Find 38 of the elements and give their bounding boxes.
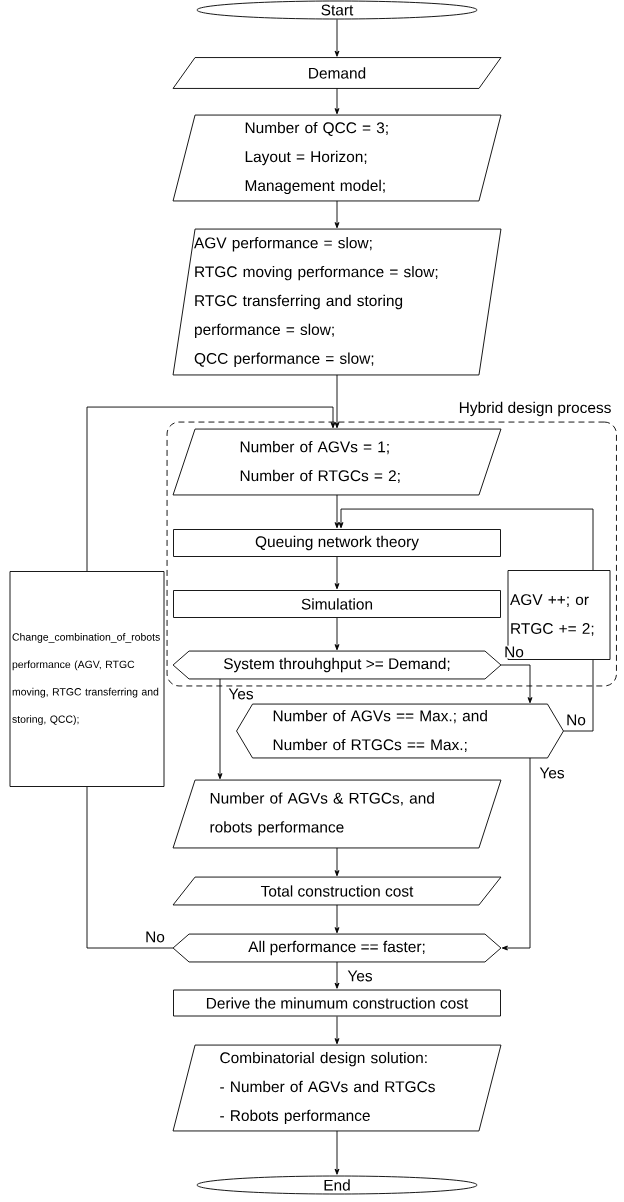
arrow xyxy=(500,664,533,704)
edge-label: Yes xyxy=(538,766,566,780)
data-parallelogram: Number of AGVs & RTGCs, and robots performance xyxy=(172,779,502,849)
data-parallelogram: Number of QCC = 3; Layout = Horizon; Management model; xyxy=(172,114,502,202)
arrow xyxy=(334,1016,340,1045)
decision-hexagon: System throuhghput >= Demand; xyxy=(172,650,502,680)
edge-label: Yes xyxy=(227,687,255,701)
process-box: Change_combination_of_robots performance (AGV, RTGC moving, RTGC transferring and storing, QCC); xyxy=(9,571,165,787)
process-box: Queuing network theory xyxy=(173,529,501,557)
arrow xyxy=(334,494,340,529)
arrow xyxy=(217,678,223,780)
arrow xyxy=(334,200,340,229)
process-box: Derive the minumum construction cost xyxy=(173,989,501,1017)
data-parallelogram: AGV performance = slow; RTGC moving performance = slow; RTGC transferring and storing performance = slow; QCC performance = slow; xyxy=(172,228,502,376)
arrow xyxy=(86,406,336,572)
arrow xyxy=(501,757,531,951)
decision-hexagon: All performance == faster; xyxy=(172,933,502,963)
data-parallelogram: Number of AGVs = 1; Number of RTGCs = 2; xyxy=(172,428,502,496)
edge-label: No xyxy=(144,930,166,944)
data-parallelogram: Total construction cost xyxy=(172,876,502,906)
arrow xyxy=(338,508,594,571)
arrow xyxy=(334,374,340,429)
arrow xyxy=(334,904,340,934)
arrow xyxy=(334,19,340,57)
arrow xyxy=(334,961,340,989)
process-box: Simulation xyxy=(173,590,501,618)
edge-label: No xyxy=(503,645,525,659)
arrow xyxy=(334,1130,340,1175)
edge-label: No xyxy=(565,713,587,727)
arrow xyxy=(334,556,340,590)
data-parallelogram: Combinatorial design solution: - Number of AGVs and RTGCs - Robots performance xyxy=(172,1044,502,1132)
data-parallelogram: Demand xyxy=(172,57,502,89)
group-title: Hybrid design process xyxy=(459,401,611,417)
decision-hexagon: Number of AGVs == Max.; and Number of RTGCs == Max.; xyxy=(236,703,564,759)
arrow xyxy=(334,88,340,115)
edge-label: Yes xyxy=(346,969,374,983)
arrow xyxy=(334,617,340,651)
arrow xyxy=(334,847,340,877)
